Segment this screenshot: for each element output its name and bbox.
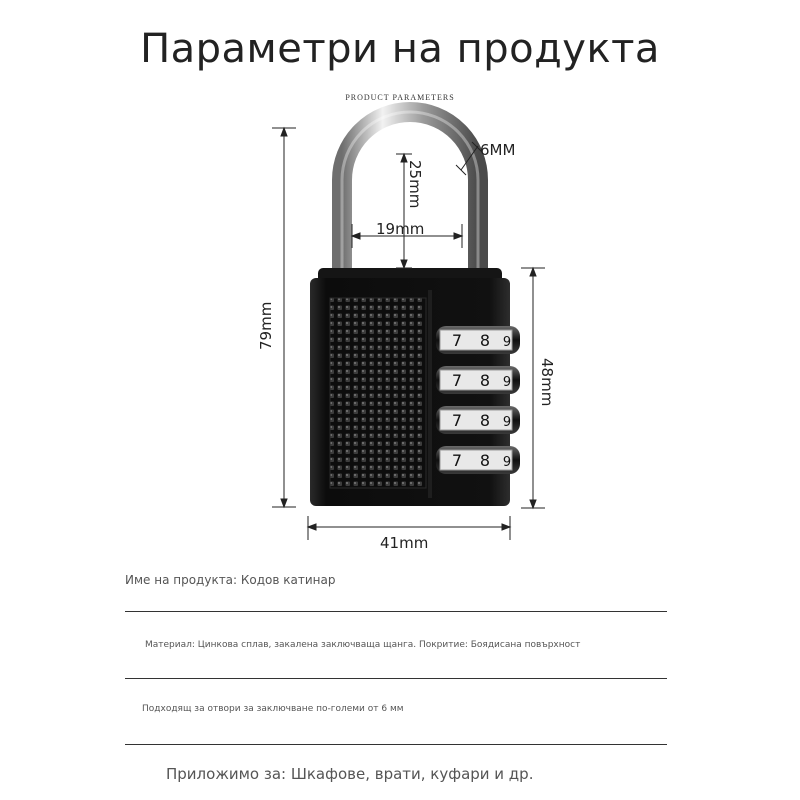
shackle-thickness-dimension xyxy=(455,141,483,176)
divider xyxy=(125,678,667,679)
dial-row: 7 8 9 xyxy=(436,326,520,354)
dial-digit: 8 xyxy=(480,331,490,350)
page-title: Параметри на продукта xyxy=(140,26,660,72)
page-subtitle: PRODUCT PARAMETERS xyxy=(345,93,455,102)
shackle-height-dimension xyxy=(396,152,412,270)
product-fit: Подходящ за отвори за заключване по-голе… xyxy=(142,704,404,714)
dial-digit: 9 xyxy=(503,455,511,470)
dial-digit: 9 xyxy=(503,415,511,430)
shackle-height-label: 25mm xyxy=(406,160,424,208)
dial-digit: 7 xyxy=(452,371,462,390)
body-height-label: 48mm xyxy=(538,358,556,406)
dial-row: 7 8 9 xyxy=(436,406,520,434)
dial-digit: 8 xyxy=(480,451,490,470)
body-height-dimension xyxy=(521,266,545,510)
shackle-width-dimension xyxy=(350,224,464,248)
dial-digit: 9 xyxy=(503,335,511,350)
product-material: Материал: Цинкова сплав, закалена заключ… xyxy=(145,640,581,650)
total-height-label: 79mm xyxy=(257,302,275,350)
dial-digit: 9 xyxy=(503,375,511,390)
dial-digit: 8 xyxy=(480,411,490,430)
divider xyxy=(125,744,667,745)
combination-dials: 7 8 9 7 8 9 7 8 9 7 8 9 xyxy=(436,326,520,474)
dial-row: 7 8 9 xyxy=(436,366,520,394)
body-width-label: 41mm xyxy=(380,534,428,552)
shackle-thickness-label: 6MM xyxy=(480,141,515,159)
shackle-width-label: 19mm xyxy=(376,220,424,238)
divider xyxy=(125,611,667,612)
dial-row: 7 8 9 xyxy=(436,446,520,474)
product-name: Име на продукта: Кодов катинар xyxy=(125,573,336,587)
body-width-dimension xyxy=(306,516,512,540)
dial-digit: 8 xyxy=(480,371,490,390)
total-height-dimension xyxy=(272,126,296,509)
dial-digit: 7 xyxy=(452,411,462,430)
dial-digit: 7 xyxy=(452,331,462,350)
product-usage: Приложимо за: Шкафове, врати, куфари и д… xyxy=(166,765,534,783)
dial-digit: 7 xyxy=(452,451,462,470)
